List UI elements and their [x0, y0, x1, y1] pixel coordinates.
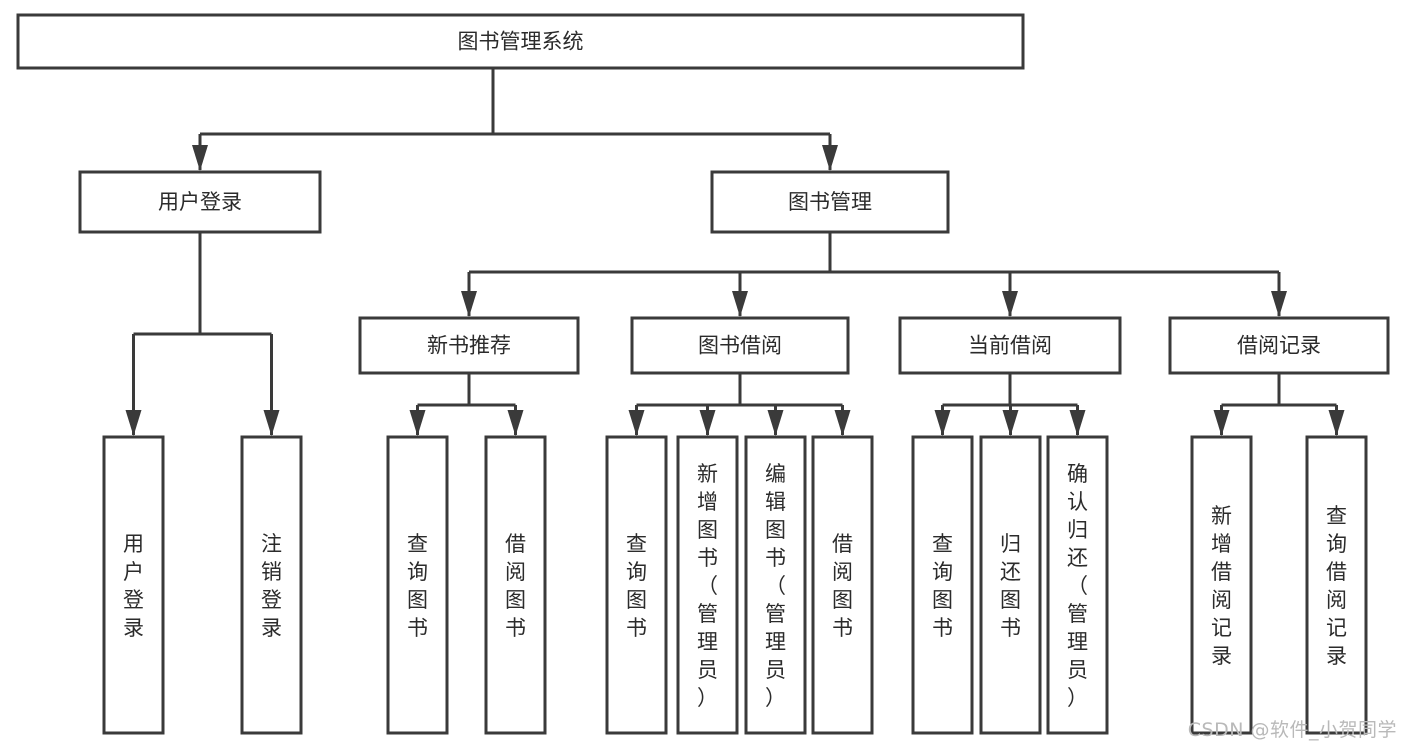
node-leaf-query-book-1[interactable]: 查询图书	[386, 435, 449, 735]
arrow-head	[1328, 410, 1345, 436]
arrow-head	[125, 410, 142, 436]
node-box	[911, 435, 974, 735]
node-box	[744, 435, 807, 735]
arrow-head	[507, 410, 524, 436]
node-box	[386, 435, 449, 735]
node-box	[1190, 435, 1253, 735]
node-box	[811, 435, 874, 735]
node-leaf-query-book-3[interactable]: 查询图书	[911, 435, 974, 735]
node-label: 归还图书	[1000, 532, 1021, 640]
node-box	[1305, 435, 1368, 735]
node-root[interactable]: 图书管理系统	[16, 13, 1025, 70]
node-box	[102, 435, 165, 735]
node-label: 新书推荐	[427, 334, 511, 358]
node-label: 查询图书	[932, 532, 953, 640]
node-book-manage[interactable]: 图书管理	[710, 170, 950, 234]
arrow-head	[732, 291, 748, 317]
node-leaf-user-logout[interactable]: 注销登录	[240, 435, 303, 735]
node-label: 确认归还（管理员）	[1067, 462, 1088, 710]
node-leaf-query-book-2[interactable]: 查询图书	[605, 435, 668, 735]
node-box	[358, 316, 580, 375]
node-user-login[interactable]: 用户登录	[78, 170, 322, 234]
arrow-head	[699, 410, 716, 436]
arrow-head	[263, 410, 280, 436]
node-box	[1168, 316, 1390, 375]
node-layer: 图书管理系统用户登录图书管理新书推荐图书借阅当前借阅借阅记录用户登录注销登录查询…	[16, 13, 1390, 735]
node-leaf-borrow-book-2[interactable]: 借阅图书	[811, 435, 874, 735]
node-label: 查询图书	[407, 532, 428, 640]
arrow-head	[461, 291, 477, 317]
arrow-head	[1002, 291, 1018, 317]
arrow-head	[409, 410, 426, 436]
node-box	[898, 316, 1122, 375]
node-label: 用户登录	[158, 190, 242, 214]
node-box	[605, 435, 668, 735]
node-box	[240, 435, 303, 735]
node-leaf-borrow-book-1[interactable]: 借阅图书	[484, 435, 547, 735]
node-label: 编辑图书（管理员）	[765, 462, 786, 710]
node-label: 借阅图书	[832, 532, 853, 640]
node-new-book-recommend[interactable]: 新书推荐	[358, 316, 580, 375]
arrow-head	[628, 410, 645, 436]
node-box	[16, 13, 1025, 70]
node-leaf-add-book[interactable]: 新增图书（管理员）	[676, 435, 739, 735]
node-label: 新增图书（管理员）	[697, 462, 718, 710]
arrow-head	[822, 145, 838, 171]
node-label: 注销登录	[261, 532, 282, 640]
node-borrow-record[interactable]: 借阅记录	[1168, 316, 1390, 375]
node-leaf-user-login[interactable]: 用户登录	[102, 435, 165, 735]
node-label: 用户登录	[123, 532, 144, 640]
arrow-head	[767, 410, 784, 436]
arrow-head	[834, 410, 851, 436]
node-label: 图书管理	[788, 190, 872, 214]
node-box	[676, 435, 739, 735]
watermark-label: CSDN @软件_小贺同学	[1187, 719, 1397, 741]
node-leaf-edit-book[interactable]: 编辑图书（管理员）	[744, 435, 807, 735]
node-leaf-add-record[interactable]: 新增借阅记录	[1190, 435, 1253, 735]
node-leaf-confirm-return[interactable]: 确认归还（管理员）	[1046, 435, 1109, 735]
node-box	[979, 435, 1042, 735]
arrow-head	[1002, 410, 1019, 436]
node-box	[710, 170, 950, 234]
node-leaf-query-record[interactable]: 查询借阅记录	[1305, 435, 1368, 735]
node-book-borrow[interactable]: 图书借阅	[630, 316, 850, 375]
node-box	[630, 316, 850, 375]
arrow-head	[1069, 410, 1086, 436]
arrow-head	[1271, 291, 1287, 317]
node-box	[484, 435, 547, 735]
arrow-head	[192, 145, 208, 171]
node-label: 当前借阅	[968, 334, 1052, 358]
node-label: 查询借阅记录	[1326, 504, 1347, 668]
node-label: 图书借阅	[698, 334, 782, 358]
node-box	[1046, 435, 1109, 735]
connector-layer	[125, 68, 1345, 436]
node-leaf-return-book[interactable]: 归还图书	[979, 435, 1042, 735]
node-current-borrow[interactable]: 当前借阅	[898, 316, 1122, 375]
node-label: 新增借阅记录	[1211, 504, 1232, 668]
node-label: 查询图书	[626, 532, 647, 640]
node-box	[78, 170, 322, 234]
node-label: 图书管理系统	[458, 30, 584, 54]
node-label: 借阅图书	[505, 532, 526, 640]
arrow-head	[934, 410, 951, 436]
arrow-head	[1213, 410, 1230, 436]
node-label: 借阅记录	[1237, 334, 1321, 358]
